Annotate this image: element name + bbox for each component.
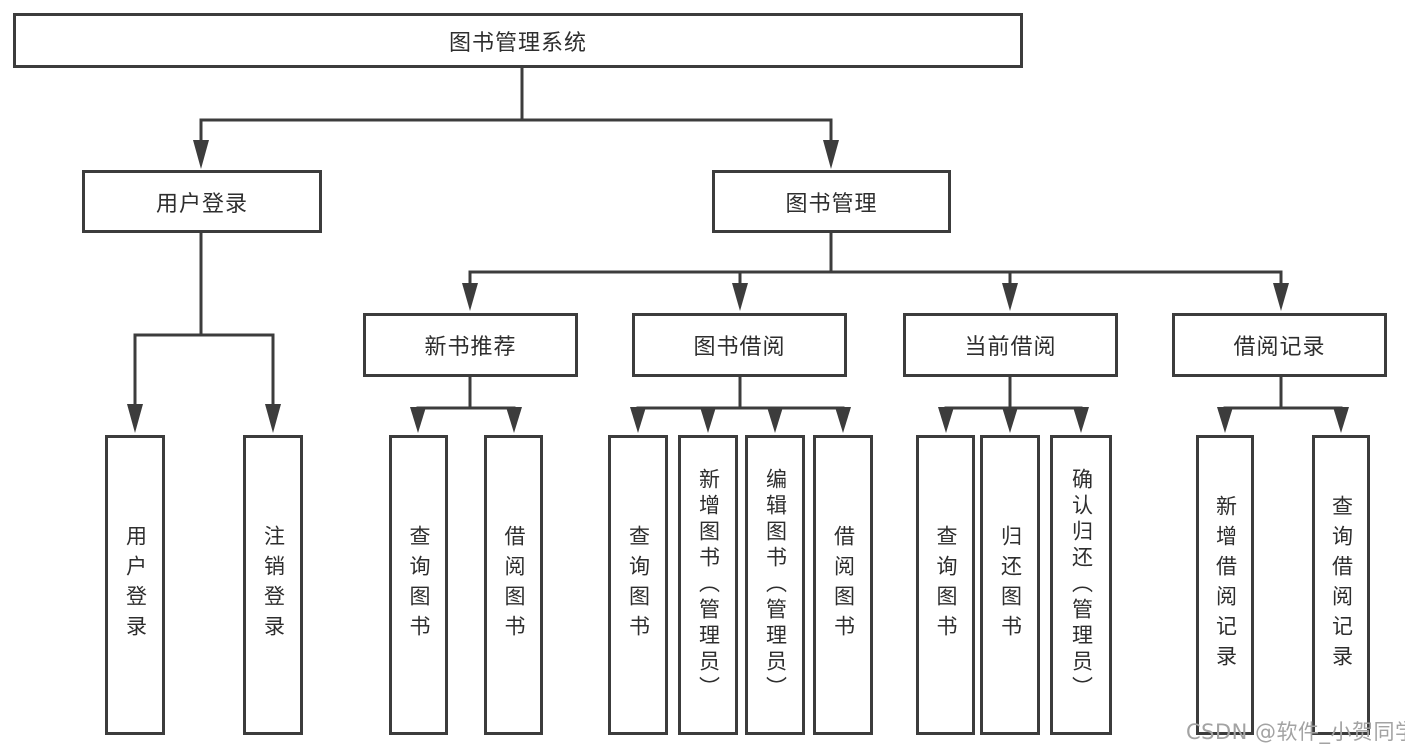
node-label: 图书管理系统 (448, 30, 587, 56)
node-label: 新增图书（管理员） (696, 468, 721, 702)
leaf-logout: 注销登录 (243, 435, 303, 735)
arrowheads (127, 140, 1349, 433)
node-label: 确认归还（管理员） (1069, 468, 1094, 702)
node-label: 用户登录 (155, 191, 248, 217)
node-label: 查询图书 (626, 525, 651, 645)
node-label: 借阅图书 (502, 525, 526, 645)
leaf-add-borrow-record: 新增借阅记录 (1196, 435, 1254, 735)
leaf-query-books-current: 查询图书 (916, 435, 975, 735)
node-label: 编辑图书（管理员） (763, 468, 788, 702)
leaf-borrow-books-recommend: 借阅图书 (484, 435, 543, 735)
node-current-borrow: 当前借阅 (903, 313, 1118, 377)
node-label: 注销登录 (261, 525, 286, 645)
leaf-return-books: 归还图书 (980, 435, 1040, 735)
node-label: 新书推荐 (424, 335, 517, 360)
leaf-query-books-recommend: 查询图书 (389, 435, 448, 735)
node-borrow-records: 借阅记录 (1172, 313, 1387, 377)
node-label: 图书借阅 (693, 335, 786, 360)
node-user-login-group: 用户登录 (82, 170, 322, 233)
node-new-book-recommend: 新书推荐 (363, 313, 578, 377)
node-label: 图书管理 (785, 191, 878, 217)
node-label: 查询图书 (934, 525, 958, 645)
node-label: 新增借阅记录 (1213, 495, 1238, 675)
leaf-query-books-borrow: 查询图书 (608, 435, 668, 735)
node-label: 借阅记录 (1233, 335, 1326, 360)
leaf-borrow-books: 借阅图书 (813, 435, 873, 735)
leaf-confirm-return-admin: 确认归还（管理员） (1050, 435, 1112, 735)
leaf-user-login: 用户登录 (105, 435, 165, 735)
node-label: 查询图书 (407, 525, 431, 645)
node-label: 借阅图书 (831, 525, 856, 645)
leaf-edit-books-admin: 编辑图书（管理员） (745, 435, 805, 735)
node-book-borrow: 图书借阅 (632, 313, 847, 377)
node-label: 查询借阅记录 (1329, 495, 1354, 675)
leaf-query-borrow-record: 查询借阅记录 (1312, 435, 1370, 735)
node-label: 归还图书 (998, 525, 1023, 645)
node-label: 用户登录 (123, 525, 148, 645)
node-label: 当前借阅 (964, 335, 1057, 360)
node-root-system: 图书管理系统 (13, 13, 1023, 68)
node-book-management: 图书管理 (712, 170, 951, 233)
csdn-watermark: CSDN @软件_小贺同学 (1186, 720, 1405, 744)
leaf-add-books-admin: 新增图书（管理员） (678, 435, 738, 735)
